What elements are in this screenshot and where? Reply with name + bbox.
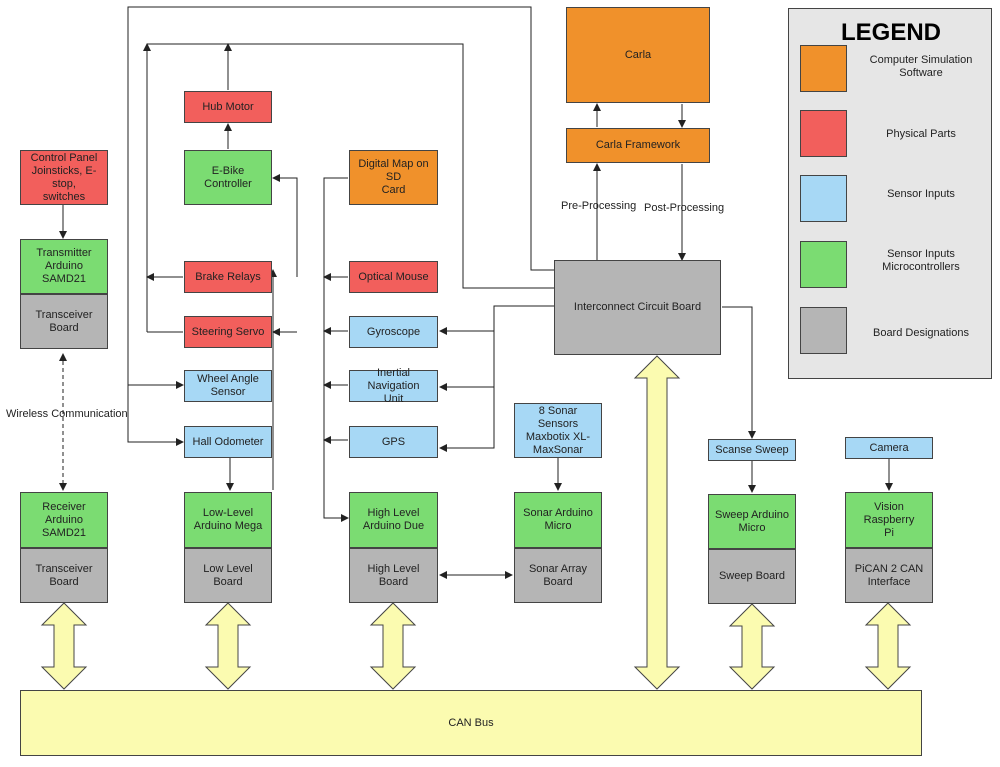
carla-framework-box: Carla Framework	[566, 128, 710, 163]
control-panel-box: Control Panel Joinsticks, E-stop, switch…	[20, 150, 108, 205]
transceiver-bottom-box: Transceiver Board	[20, 548, 108, 603]
brake-relays-box: Brake Relays	[184, 261, 272, 293]
sonar-sensors-box: 8 Sonar Sensors Maxbotix XL- MaxSonar	[514, 403, 602, 458]
legend-label-microcontroller: Sensor Inputs Microcontrollers	[882, 248, 960, 273]
legend-swatch-board	[800, 307, 847, 354]
inertial-navigation-box: Inertial Navigation Unit	[349, 367, 438, 405]
sweep-micro-box: Sweep Arduino Micro	[708, 494, 796, 549]
scanse-sweep-box: Scanse Sweep	[708, 439, 796, 461]
sweep-board-box: Sweep Board	[708, 549, 796, 604]
receiver-box: Receiver Arduino SAMD21	[20, 492, 108, 548]
sonar-micro-box: Sonar Arduino Micro	[514, 492, 602, 548]
sonar-array-box: Sonar Array Board	[514, 548, 602, 603]
hall-odometer-box: Hall Odometer	[184, 426, 272, 458]
legend-label-sensor: Sensor Inputs	[887, 188, 955, 200]
low-level-mega-box: Low-Level Arduino Mega	[184, 492, 272, 548]
optical-mouse-box: Optical Mouse	[349, 261, 438, 293]
high-level-board-box: High Level Board	[349, 548, 438, 603]
pican-box: PiCAN 2 CAN Interface	[845, 548, 933, 603]
legend-title: LEGEND	[840, 19, 941, 46]
high-level-due-box: High Level Arduino Due	[349, 492, 438, 548]
vision-pi-box: Vision Raspberry Pi	[845, 492, 933, 548]
interconnect-board-box: Interconnect Circuit Board	[554, 260, 721, 355]
pre-processing-label: Pre-Processing	[561, 200, 637, 212]
legend-swatch-physical	[800, 110, 847, 157]
wheel-angle-sensor-box: Wheel Angle Sensor	[184, 370, 272, 402]
transceiver-top-box: Transceiver Board	[20, 294, 108, 349]
gps-box: GPS	[349, 426, 438, 458]
legend-label-board: Board Designations	[872, 327, 969, 339]
can-bus-box: CAN Bus	[20, 690, 922, 756]
hub-motor-box: Hub Motor	[184, 91, 272, 123]
digital-map-box: Digital Map on SD Card	[349, 150, 438, 205]
legend-swatch-microcontroller	[800, 241, 847, 288]
transmitter-box: Transmitter Arduino SAMD21	[20, 239, 108, 294]
wireless-label: Wireless Communication	[6, 408, 128, 420]
legend-swatch-simulation	[800, 45, 847, 92]
legend-label-simulation: Computer Simulation Software	[869, 54, 973, 79]
legend-panel: LEGEND Computer Simulation Software Phys…	[788, 8, 992, 379]
ebike-controller-box: E-Bike Controller	[184, 150, 272, 205]
legend-label-physical: Physical Parts	[886, 128, 956, 140]
low-level-board-box: Low Level Board	[184, 548, 272, 603]
post-processing-label: Post-Processing	[644, 202, 725, 214]
steering-servo-box: Steering Servo	[184, 316, 272, 348]
camera-box: Camera	[845, 437, 933, 459]
gyroscope-box: Gyroscope	[349, 316, 438, 348]
carla-box: Carla	[566, 7, 710, 103]
legend-swatch-sensor	[800, 175, 847, 222]
